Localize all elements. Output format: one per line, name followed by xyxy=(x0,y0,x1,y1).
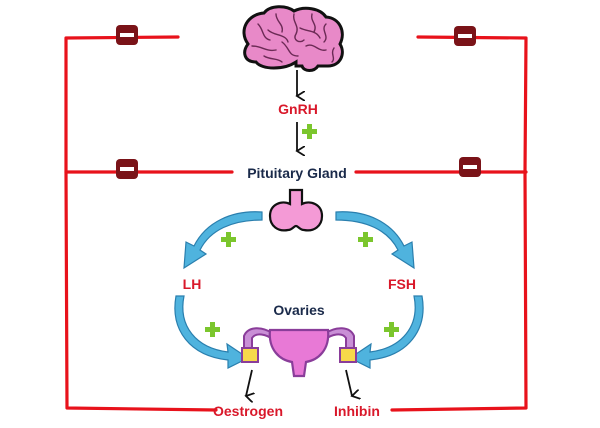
plus-icon xyxy=(221,232,236,247)
minus-icon xyxy=(454,26,476,46)
plus-icon xyxy=(302,124,317,139)
minus-icon xyxy=(116,159,138,179)
brain-icon xyxy=(242,5,344,72)
arrow-pituitary-to-lh xyxy=(183,211,263,270)
label-lh: LH xyxy=(183,276,202,292)
pituitary-gland-icon xyxy=(268,188,324,232)
uterus-ovaries-icon xyxy=(241,327,357,378)
arrow-ovary-to-inhibin xyxy=(345,369,352,396)
feedback-line-inhibin xyxy=(390,35,528,412)
minus-icon xyxy=(459,157,481,177)
label-pituitary-gland: Pituitary Gland xyxy=(247,165,347,181)
arrow-ovary-to-oestrogen xyxy=(246,369,252,396)
plus-icon xyxy=(358,232,373,247)
plus-icon xyxy=(205,322,220,337)
feedback-line-oestrogen xyxy=(64,35,218,412)
label-gnrh: GnRH xyxy=(278,101,318,117)
feedback-lines xyxy=(64,35,528,412)
minus-icon xyxy=(116,25,138,45)
arrow-pituitary-to-fsh xyxy=(335,211,415,270)
label-oestrogen: Oestrogen xyxy=(213,403,283,419)
label-fsh: FSH xyxy=(388,276,416,292)
arrow-fsh-to-ovary xyxy=(348,295,424,369)
plus-icon xyxy=(384,322,399,337)
cyan-arrows xyxy=(174,211,424,369)
negative-badges xyxy=(116,25,481,179)
arrow-lh-to-ovary xyxy=(174,295,250,369)
label-inhibin: Inhibin xyxy=(334,403,380,419)
label-ovaries: Ovaries xyxy=(273,302,325,318)
